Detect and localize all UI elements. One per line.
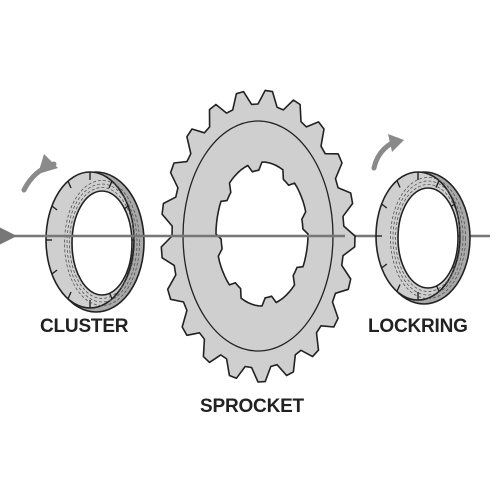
ring-notch (67, 291, 72, 300)
ring-notch (396, 180, 401, 188)
sprocket-splined-bore (215, 161, 309, 307)
ring-thread (66, 183, 138, 303)
ring-notch (51, 269, 58, 275)
cluster-notches (46, 172, 134, 308)
ring-notch (435, 180, 440, 188)
ring-notch (108, 180, 113, 189)
cluster-bore (71, 190, 133, 296)
ring-thread (392, 180, 464, 296)
curved-arrow-icon (21, 154, 58, 193)
lockring-part (375, 171, 471, 305)
cluster-threads (64, 180, 140, 306)
cluster-label: CLUSTER (40, 316, 129, 337)
ring-thread (64, 180, 140, 306)
curved-arrow-icon (371, 134, 404, 171)
ring-notch (381, 263, 388, 269)
cluster-part (45, 171, 145, 313)
ring-thread (395, 184, 461, 292)
ring-notch (51, 205, 58, 211)
lockring-bore (397, 187, 459, 289)
lockring-label: LOCKRING (368, 316, 468, 337)
ring-notch (381, 203, 388, 209)
sprocket-label: SPROCKET (200, 396, 304, 417)
ring-notch (396, 284, 401, 292)
ring-thread (390, 177, 466, 299)
ring-thread (69, 187, 135, 299)
lockring-threads (390, 177, 466, 299)
ring-notch (67, 180, 72, 189)
